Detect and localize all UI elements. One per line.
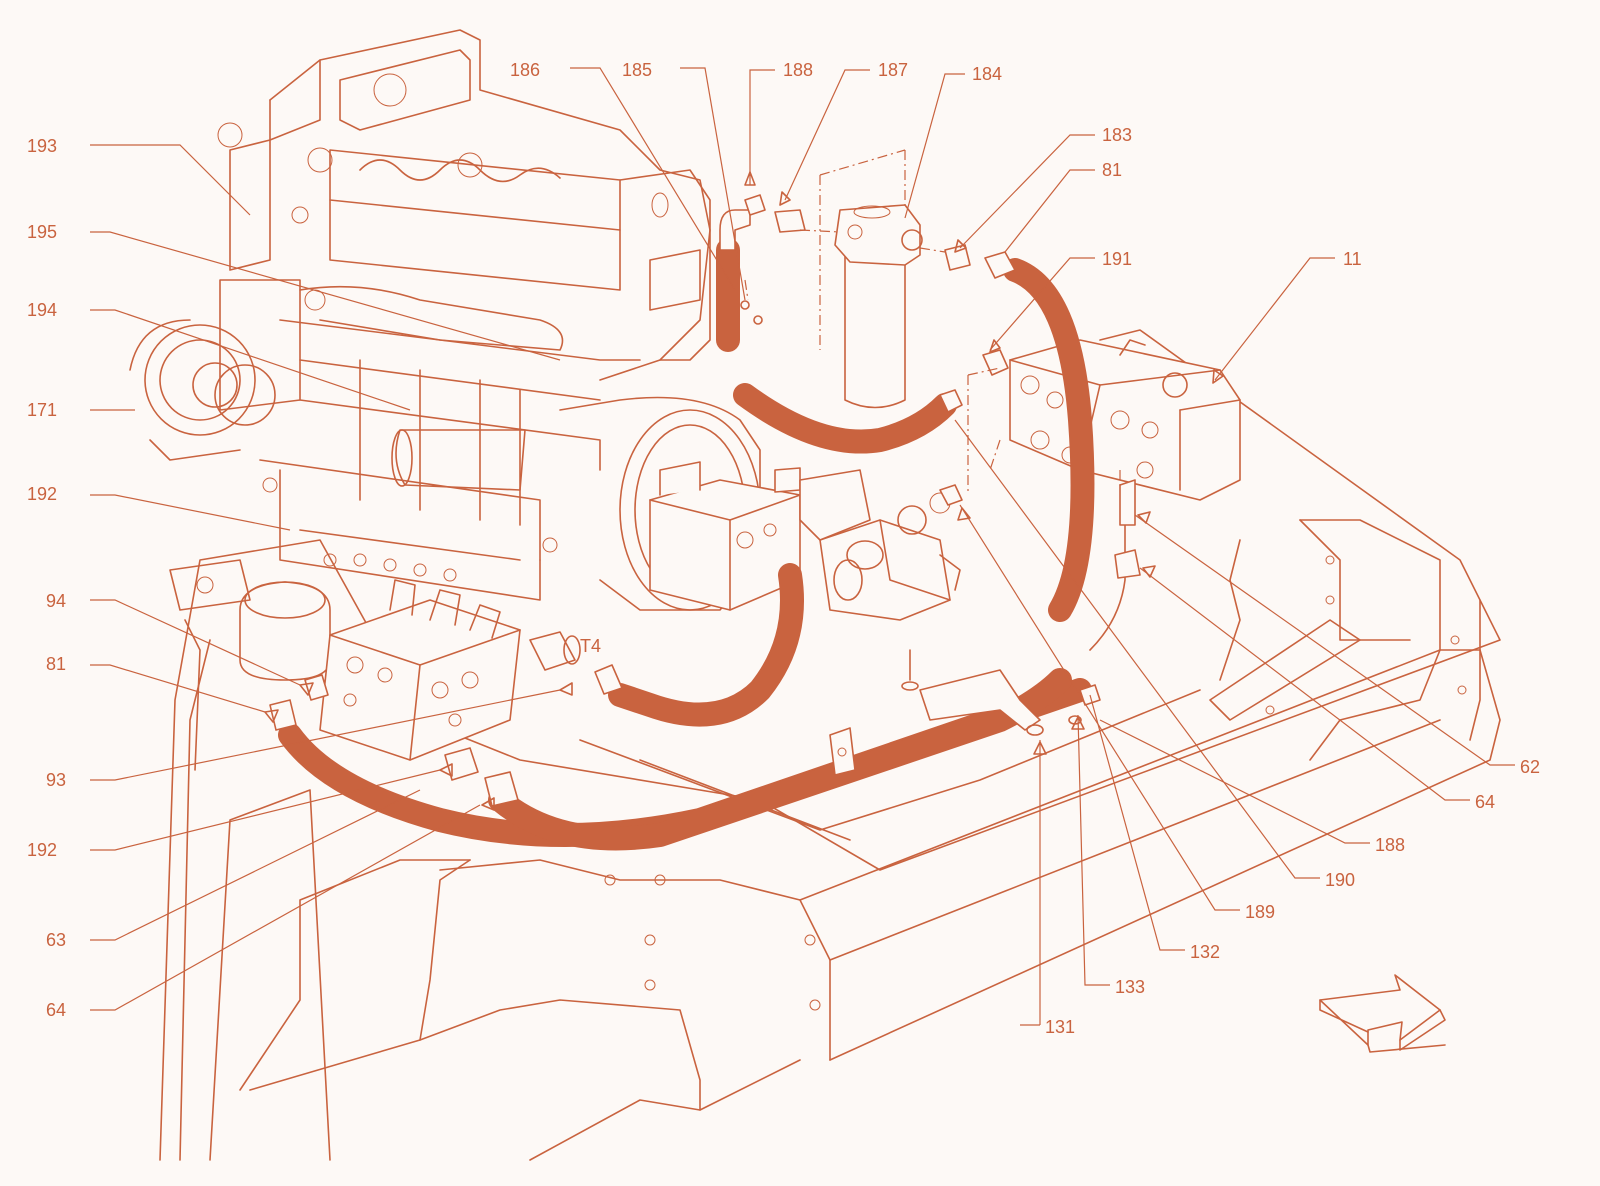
callout-189: 189 xyxy=(1245,902,1275,922)
callout-132: 132 xyxy=(1190,942,1220,962)
callout-186: 186 xyxy=(510,60,540,80)
callout-63: 63 xyxy=(46,930,66,950)
hydraulic-filter xyxy=(834,204,923,409)
pipe-188 xyxy=(1089,504,1126,651)
callout-188-top: 188 xyxy=(783,60,813,80)
callout-190: 190 xyxy=(1325,870,1355,890)
callout-11: 11 xyxy=(1343,249,1362,269)
callout-192-lower: 192 xyxy=(27,840,57,860)
callout-188-bottom: 188 xyxy=(1375,835,1405,855)
callout-64-right: 64 xyxy=(1475,792,1495,812)
callout-183: 183 xyxy=(1102,125,1132,145)
hydraulic-pump xyxy=(819,492,961,621)
callout-191: 191 xyxy=(1102,249,1132,269)
hose-81-upper xyxy=(1003,258,1095,622)
main-valve-block xyxy=(1009,339,1241,501)
callout-133: 133 xyxy=(1115,977,1145,997)
solenoid-valve xyxy=(649,461,871,611)
chassis-frame xyxy=(159,329,1501,1161)
callout-93: 93 xyxy=(46,770,66,790)
callout-62: 62 xyxy=(1520,757,1540,777)
callout-labels: 193 195 194 171 192 94 81 93 192 63 64 1… xyxy=(27,60,1540,1037)
callout-187: 187 xyxy=(878,60,908,80)
callout-194: 194 xyxy=(27,300,57,320)
callout-193: 193 xyxy=(27,136,57,156)
hose-pump-suction xyxy=(608,563,804,727)
engine-block xyxy=(129,29,761,771)
callout-184: 184 xyxy=(972,64,1002,84)
hydraulic-hoses xyxy=(278,238,1126,851)
leader-lines xyxy=(90,67,1515,1026)
callout-131: 131 xyxy=(1045,1017,1075,1037)
hose-lower-2 xyxy=(488,668,1072,851)
callout-81-right: 81 xyxy=(1102,160,1122,180)
hose-filter-return xyxy=(733,383,957,454)
callout-192-upper: 192 xyxy=(27,484,57,504)
control-valve-block xyxy=(319,579,581,761)
callout-64-left: 64 xyxy=(46,1000,66,1020)
callout-81-left: 81 xyxy=(46,654,66,674)
callout-171: 171 xyxy=(27,400,57,420)
assembly-lines xyxy=(744,149,1121,495)
callout-195: 195 xyxy=(27,222,57,242)
port-label-t4: T4 xyxy=(580,636,601,656)
leader-arrowheads xyxy=(264,171,1224,811)
callout-94: 94 xyxy=(46,591,66,611)
callout-185: 185 xyxy=(622,60,652,80)
arrow-right-icon xyxy=(1319,974,1446,1053)
